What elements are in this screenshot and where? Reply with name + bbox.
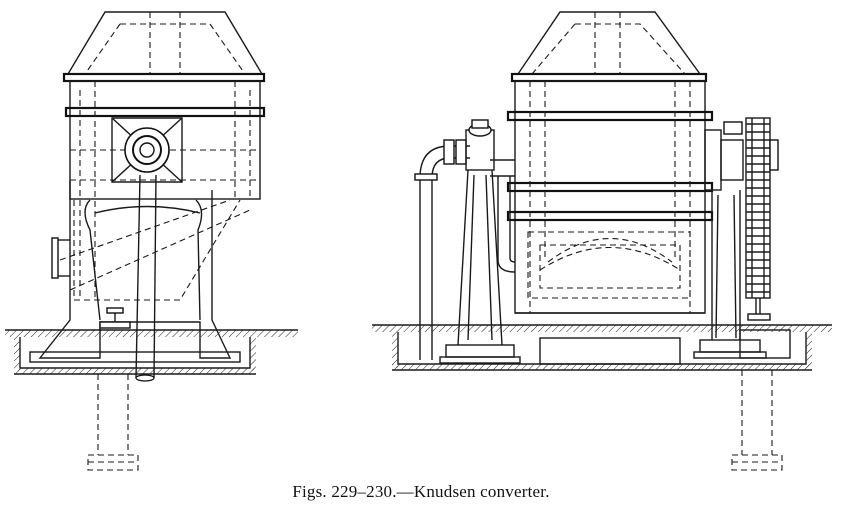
side-view-drawing: [372, 11, 832, 471]
side-view-left-pedestal: [439, 119, 521, 364]
end-view-foundation: [5, 329, 298, 375]
converter-drawings: [5, 11, 832, 471]
figure-caption: Figs. 229–230.—Knudsen converter.: [292, 482, 550, 501]
end-view-drum: [59, 80, 266, 301]
side-view-blast-pipe: [414, 139, 516, 360]
end-view-pier: [87, 374, 139, 471]
side-view-hood: [510, 11, 708, 83]
end-view-drawing: [5, 11, 298, 471]
side-view-drum: [506, 80, 714, 314]
end-view-hood: [62, 11, 266, 83]
side-view-pier: [731, 370, 783, 471]
end-view-trunnion: [111, 117, 183, 183]
side-view-right-pedestal: [693, 190, 791, 359]
end-view-pedestal: [29, 180, 241, 363]
end-view-blast-pipe: [99, 174, 157, 382]
side-view-gear: [704, 117, 779, 321]
